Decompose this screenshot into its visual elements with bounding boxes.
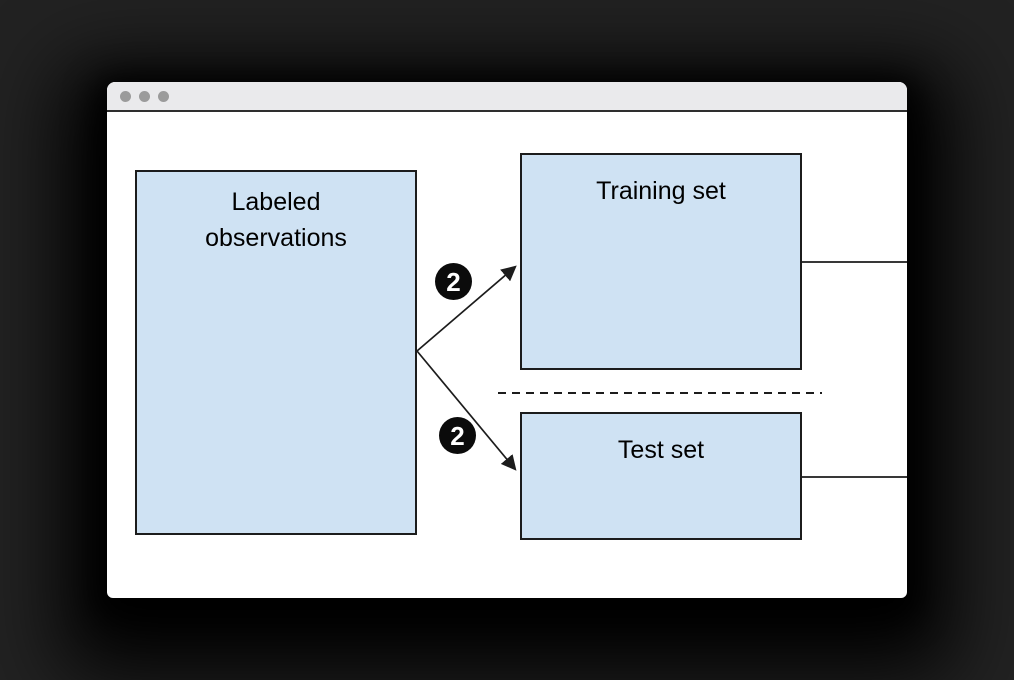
app-window: Labeled observations Training set Test s… (107, 82, 907, 598)
node-label: Training set (596, 177, 726, 205)
window-dot-close[interactable] (120, 90, 131, 102)
node-training-set: Training set (520, 153, 802, 370)
diagram-edges (416, 261, 907, 478)
window-dot-minimize[interactable] (139, 90, 150, 102)
node-test-set: Test set (520, 412, 802, 540)
step-badge-2-test: 2 (439, 417, 476, 454)
edge-arrow-to-training-set (416, 265, 517, 352)
diagram-canvas: Labeled observations Training set Test s… (107, 112, 907, 598)
node-labeled-observations: Labeled observations (135, 170, 417, 535)
window-dot-maximize[interactable] (158, 90, 169, 102)
step-badge-number: 2 (446, 266, 461, 297)
step-badge-number: 2 (450, 420, 465, 451)
node-label: Test set (617, 436, 705, 464)
step-badge-2-training: 2 (435, 263, 472, 300)
window-titlebar (107, 82, 907, 112)
node-label: Labeled observations (205, 188, 347, 252)
edge-arrow-to-test-set (416, 350, 517, 471)
